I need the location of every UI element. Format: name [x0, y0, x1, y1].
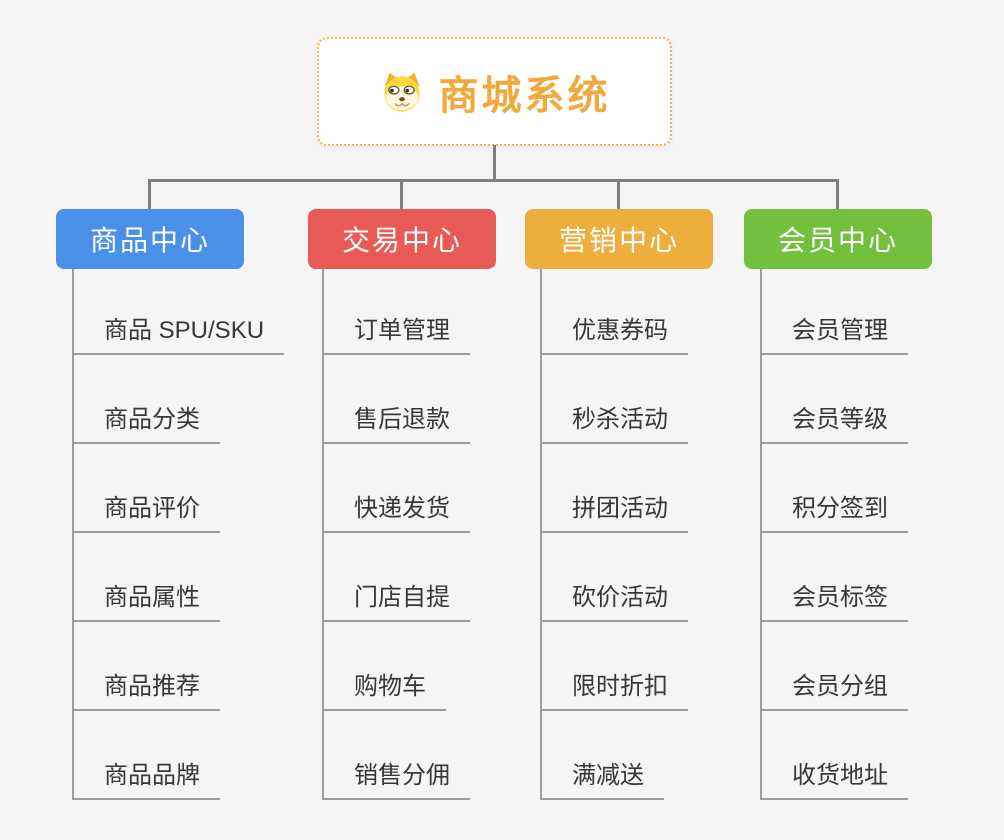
leaf-topic[interactable]: 会员分组: [760, 671, 908, 711]
leaf-topic[interactable]: 会员标签: [760, 582, 908, 622]
leaf-topic[interactable]: 商品属性: [72, 582, 220, 622]
leaf-topic[interactable]: 优惠券码: [540, 315, 688, 355]
branch-topic-marketing-center[interactable]: 营销中心: [525, 209, 713, 269]
leaf-topic[interactable]: 商品 SPU/SKU: [72, 315, 285, 355]
leaf-topic[interactable]: 砍价活动: [540, 582, 688, 622]
leaf-topic[interactable]: 商品推荐: [72, 671, 220, 711]
leaf-topic[interactable]: 快递发货: [322, 493, 470, 533]
connector-trunk: [322, 269, 324, 800]
leaf-topic[interactable]: 购物车: [322, 671, 446, 711]
leaf-topic[interactable]: 商品评价: [72, 493, 220, 533]
leaf-topic[interactable]: 售后退款: [322, 404, 470, 444]
leaf-topic[interactable]: 会员管理: [760, 315, 908, 355]
connector-drop: [836, 179, 839, 210]
leaf-topic[interactable]: 订单管理: [322, 315, 470, 355]
branch-topic-product-center[interactable]: 商品中心: [56, 209, 244, 269]
leaf-topic[interactable]: 销售分佣: [322, 760, 470, 800]
branch-topic-member-center[interactable]: 会员中心: [744, 209, 932, 269]
leaf-topic[interactable]: 门店自提: [322, 582, 470, 622]
leaf-topic[interactable]: 积分签到: [760, 493, 908, 533]
connector-drop: [617, 179, 620, 210]
leaf-topic[interactable]: 满减送: [540, 760, 664, 800]
leaf-topic[interactable]: 收货地址: [760, 760, 908, 800]
connector-drop: [148, 179, 151, 210]
leaf-topic[interactable]: 会员等级: [760, 404, 908, 444]
leaf-topic[interactable]: 秒杀活动: [540, 404, 688, 444]
leaf-topic[interactable]: 拼团活动: [540, 493, 688, 533]
connector-trunk: [72, 269, 74, 800]
connector-trunk: [540, 269, 542, 800]
leaf-topic[interactable]: 限时折扣: [540, 671, 688, 711]
connector-drop: [400, 179, 403, 210]
leaf-topic[interactable]: 商品分类: [72, 404, 220, 444]
branch-topic-trade-center[interactable]: 交易中心: [308, 209, 496, 269]
root-topic-label: 商城系统: [438, 73, 611, 118]
root-topic[interactable]: 商城系统: [317, 37, 672, 146]
connector-trunk: [760, 269, 762, 800]
leaf-topic[interactable]: 商品品牌: [72, 760, 220, 800]
connector-root-stem: [493, 145, 496, 182]
connector-bus: [148, 179, 839, 182]
dog-face-icon: [383, 72, 420, 112]
